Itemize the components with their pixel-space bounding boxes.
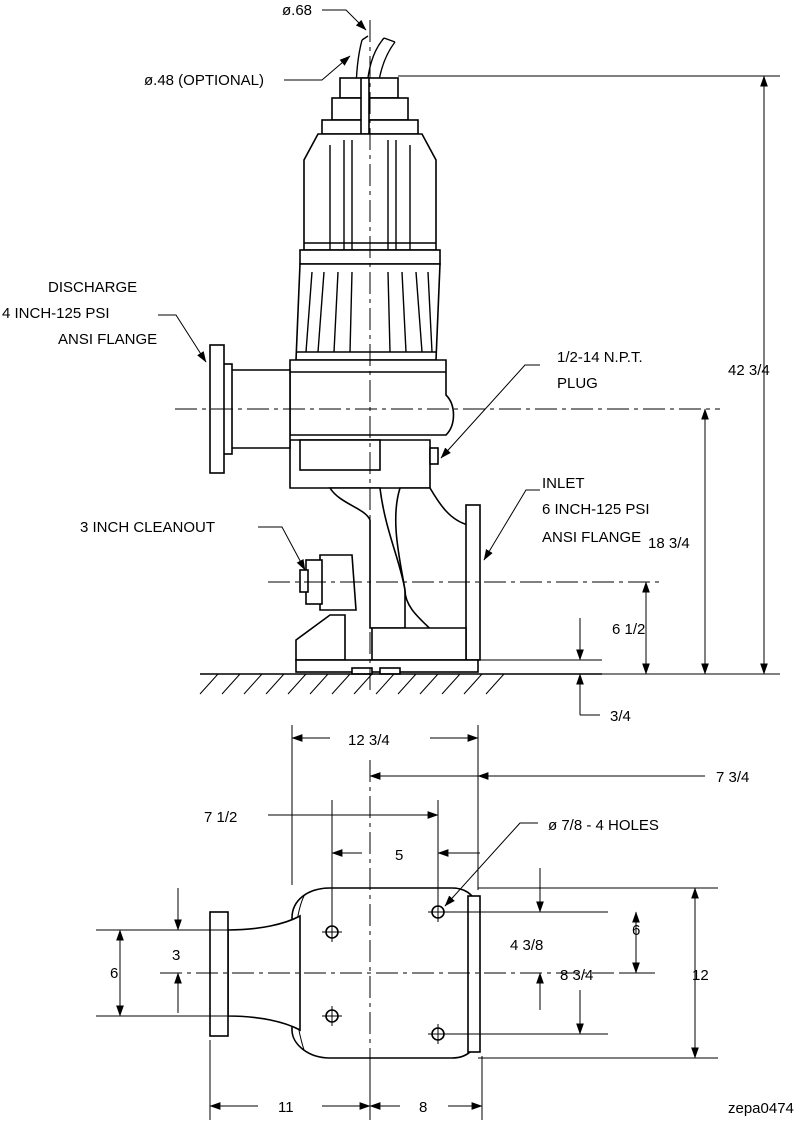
- drawing-id: zepa0474: [728, 1100, 794, 1117]
- discharge-label-2: 4 INCH-125 PSI: [2, 305, 110, 322]
- plug-label-2: PLUG: [557, 375, 598, 392]
- bolt-spacing-dim: 5: [395, 847, 403, 864]
- inlet-label-3: ANSI FLANGE: [542, 529, 641, 546]
- discharge-label-3: ANSI FLANGE: [58, 331, 157, 348]
- mounting-holes: [322, 902, 448, 1044]
- cleanout-label: 3 INCH CLEANOUT: [80, 519, 215, 536]
- inlet-label-2: 6 INCH-125 PSI: [542, 501, 650, 518]
- flange-6-dim: 6: [110, 965, 118, 982]
- plug-label-1: 1/2-14 N.P.T.: [557, 349, 643, 366]
- dim-8-3-4: 8 3/4: [560, 967, 593, 984]
- cable-dia-optional-label: ø.48 (OPTIONAL): [144, 72, 264, 89]
- dim-12: 12: [692, 967, 709, 984]
- overall-height-dim: 42 3/4: [728, 362, 770, 379]
- flange-3-dim: 3: [172, 947, 180, 964]
- bolt-offset-dim: 7 1/2: [204, 809, 237, 826]
- discharge-label-1: DISCHARGE: [48, 279, 137, 296]
- cable-dia-label: ø.68: [282, 2, 312, 19]
- inlet-label-1: INLET: [542, 475, 585, 492]
- dim-6-right: 6: [632, 922, 640, 939]
- half-width-dim: 7 3/4: [716, 769, 749, 786]
- inlet-height-dim: 6 1/2: [612, 621, 645, 638]
- dim-8: 8: [419, 1099, 427, 1116]
- inlet-elbow: [295, 487, 481, 675]
- holes-label: ø 7/8 - 4 HOLES: [548, 817, 659, 834]
- base-thickness-dim: 3/4: [610, 708, 631, 725]
- motor-housing: [295, 133, 441, 361]
- dim-11: 11: [278, 1099, 294, 1116]
- floor-line: [199, 673, 602, 695]
- dim-4-3-8: 4 3/8: [510, 937, 543, 954]
- plan-discharge: [209, 911, 301, 1037]
- overall-width-dim: 12 3/4: [348, 732, 390, 749]
- plan-view: 12 3/4 7 3/4 7 1/2 5 ø 7/8 - 4 HOLES 3 6…: [96, 725, 749, 1120]
- discharge-height-dim: 18 3/4: [648, 535, 690, 552]
- volute: [289, 359, 455, 489]
- elevation-view: ø.68 ø.48 (OPTIONAL) DISCHARGE 4 INCH-12…: [2, 2, 780, 725]
